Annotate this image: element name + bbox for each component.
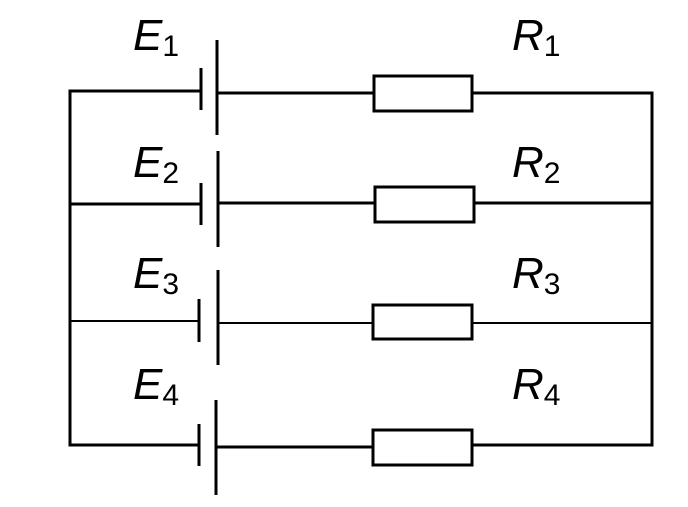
branch-4: E4 R4 bbox=[68, 360, 654, 495]
branch-3-resistor-label: R3 bbox=[512, 249, 560, 301]
branch-2-resistor bbox=[373, 185, 476, 224]
branch-2-emf-label: E2 bbox=[133, 138, 179, 190]
branch-4-resistor-label: R4 bbox=[512, 360, 560, 412]
branch-3: E3 R3 bbox=[70, 249, 652, 365]
branch-2: E2 R2 bbox=[68, 138, 654, 247]
branch-2-resistor-label: R2 bbox=[512, 138, 560, 190]
branch-4-emf-label: E4 bbox=[133, 360, 179, 412]
branch-1-resistor bbox=[372, 74, 474, 113]
branch-4-resistor bbox=[371, 428, 474, 467]
branch-1-resistor-label: R1 bbox=[512, 11, 560, 63]
branch-1-emf-label: E1 bbox=[133, 11, 179, 63]
branch-3-resistor bbox=[371, 303, 474, 341]
branch-1: E1 R1 bbox=[68, 11, 654, 135]
branch-3-emf-label: E3 bbox=[133, 249, 179, 301]
